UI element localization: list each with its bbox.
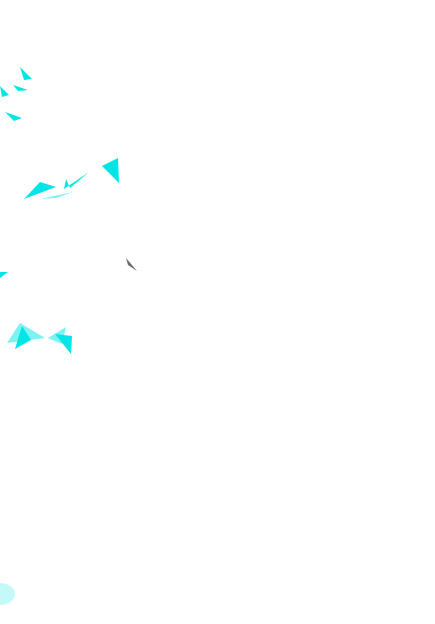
shard-icon	[15, 326, 31, 349]
shard-icon	[24, 182, 56, 199]
shard-icon	[5, 112, 22, 121]
shard-icon	[13, 85, 28, 91]
shard-icon	[0, 272, 8, 278]
shard-icon	[40, 192, 73, 199]
shard-icon	[102, 158, 119, 183]
glow-spot-icon	[0, 583, 15, 605]
shard-icon	[0, 86, 9, 97]
shard-icon	[20, 67, 32, 80]
gray-shard-icon	[126, 258, 137, 271]
shard-icon	[64, 172, 89, 189]
shard-icon	[55, 334, 72, 354]
